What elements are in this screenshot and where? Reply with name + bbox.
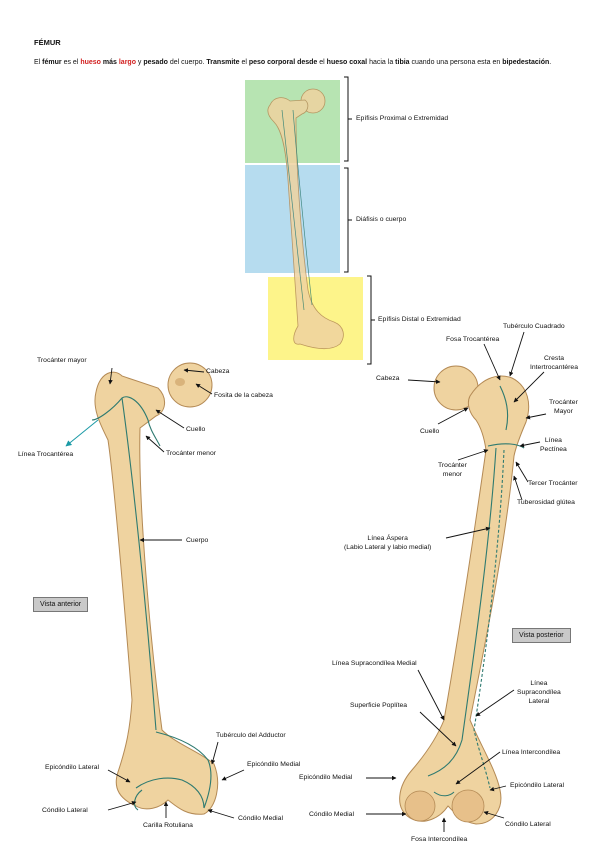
distal-bracket: [367, 275, 375, 365]
proximal-bracket: [344, 76, 352, 162]
posterior-femur: [399, 365, 530, 825]
label-ant-fovea: Fosita de la cabeza: [214, 392, 273, 399]
label-post-trochanteric-fossa: Fosa Trocantérea: [446, 336, 500, 343]
label-ant-body: Cuerpo: [186, 537, 209, 544]
label-ant-lateral-condyle: Cóndilo Lateral: [42, 807, 88, 814]
intro-paragraph: El fémur es el hueso más largo y pesado …: [34, 59, 552, 66]
label-post-intercondylar-fossa: Fosa Intercondílea: [411, 836, 468, 843]
label-ant-medial-epicondyle: Epicóndilo Medial: [247, 761, 301, 768]
label-ant-patellar-surface: Carilla Rotuliana: [143, 822, 193, 829]
label-post-medial-condyle: Cóndilo Medial: [309, 811, 354, 818]
label-ant-adductor-tubercle: Tubérculo del Adductor: [216, 732, 286, 739]
label-post-head: Cabeza: [376, 375, 400, 382]
label-ant-head: Cabeza: [206, 368, 230, 375]
page-title: FÉMUR: [34, 38, 61, 47]
label-post-intercondylar-line: Línea Intercondílea: [502, 749, 561, 756]
diaphysis-bracket: [344, 167, 352, 273]
label-post-medial-supracondylar: Línea Supracondílea Medial: [332, 660, 417, 667]
label-post-linea-aspera: Línea Áspera(Labio Lateral y labio media…: [344, 535, 432, 551]
label-ant-trochanter-minor: Trocánter menor: [166, 450, 216, 457]
label-ant-trochanter-major: Trocánter mayor: [37, 357, 87, 364]
label-proximal-epiphysis: Epífisis Proximal o Extremidad: [356, 115, 449, 122]
badge-posterior-view: Vista posterior: [512, 628, 571, 643]
label-post-gluteal-tuberosity: Tuberosidad glútea: [517, 499, 575, 506]
label-post-popliteal-surface: Superficie Poplítea: [350, 702, 408, 709]
label-distal-epiphysis: Epífisis Distal o Extremidad: [378, 316, 461, 323]
label-post-quadrate-tubercle: Tubérculo Cuadrado: [503, 323, 565, 330]
label-post-third-trochanter: Tercer Trocánter: [528, 480, 578, 487]
label-post-lateral-epicondyle: Epicóndilo Lateral: [510, 782, 565, 789]
label-post-neck: Cuello: [420, 428, 440, 435]
label-post-medial-epicondyle: Epicóndilo Medial: [299, 774, 353, 781]
badge-anterior-view: Vista anterior: [33, 597, 89, 612]
label-post-lateral-condyle: Cóndilo Lateral: [505, 821, 551, 828]
label-ant-neck: Cuello: [186, 426, 206, 433]
anterior-femur: [91, 362, 219, 815]
small-femur: [267, 88, 344, 349]
label-ant-medial-condyle: Cóndilo Medial: [238, 815, 283, 822]
label-diaphysis: Diáfisis o cuerpo: [356, 216, 407, 223]
label-ant-lateral-epicondyle: Epicóndilo Lateral: [45, 764, 100, 771]
label-ant-intertrochanteric-line: Línea Trocantérea: [18, 451, 74, 458]
